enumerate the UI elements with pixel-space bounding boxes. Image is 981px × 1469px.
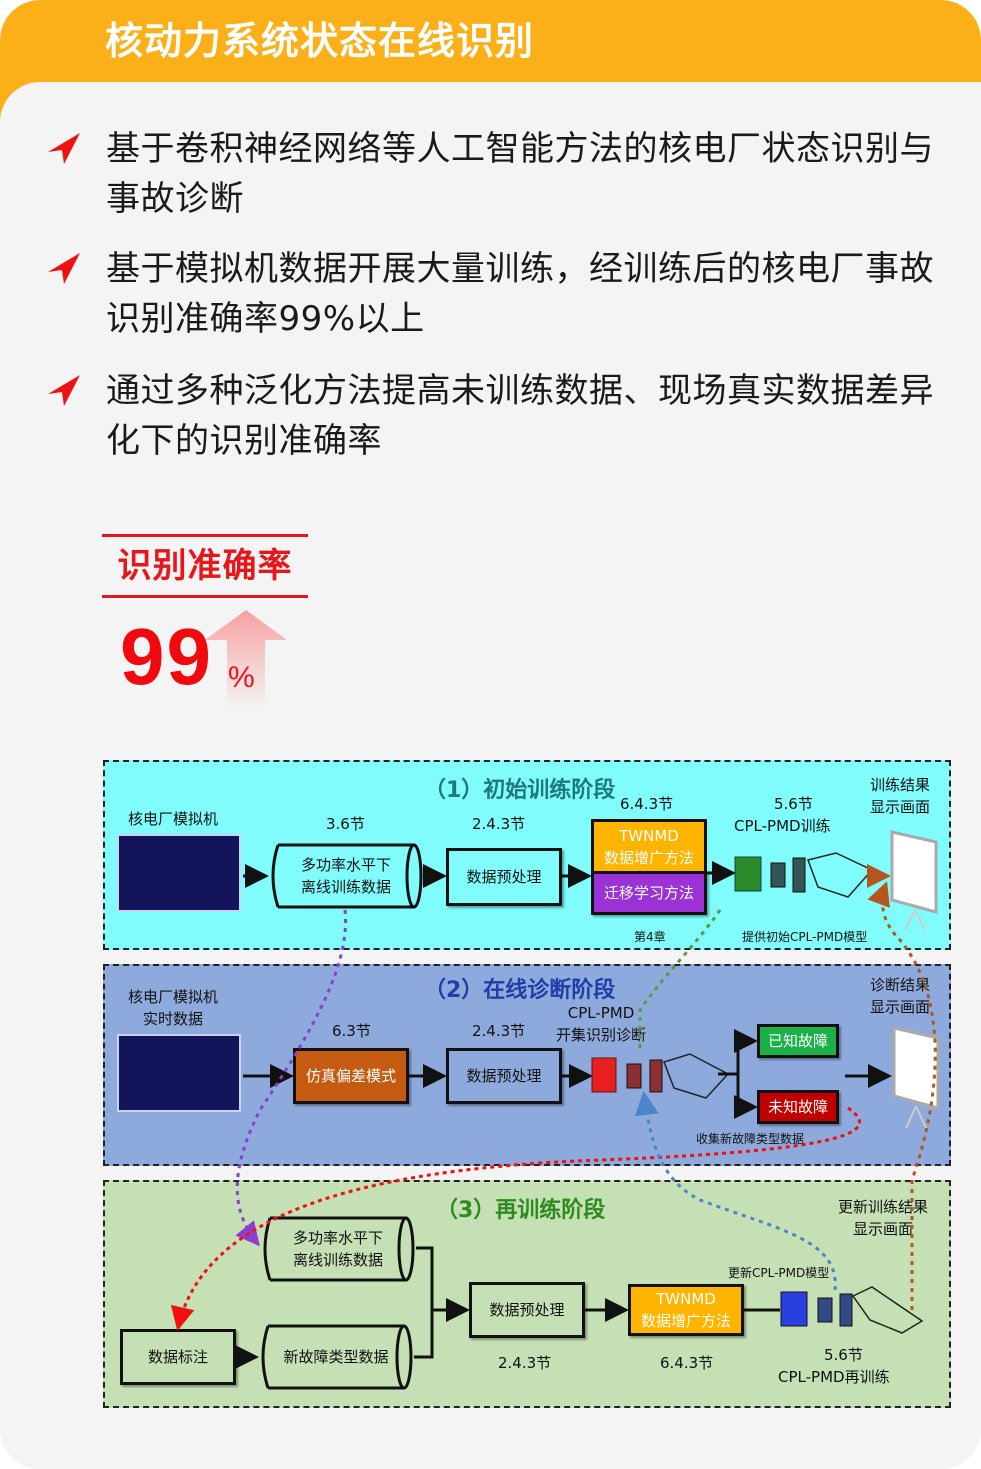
- accuracy-unit: %: [228, 661, 255, 694]
- known-fault-box: 已知故障: [757, 1024, 839, 1058]
- red-arrow-icon: [48, 253, 80, 284]
- section-label: 2.4.3节: [498, 1354, 552, 1372]
- stage1-title: （1）初始训练阶段: [424, 778, 616, 803]
- section-label: 6.4.3节: [660, 1354, 714, 1372]
- stage3-title: （3）再训练阶段: [436, 1198, 606, 1223]
- accuracy-value: 99: [120, 612, 213, 701]
- update-screen-label: 更新训练结果显示画面: [838, 1198, 929, 1238]
- bullet-text: 通过多种泛化方法提高未训练数据、现场真实数据差异化下的识别准确率: [106, 371, 934, 461]
- red-arrow-icon: [48, 375, 80, 406]
- bullet-text: 基于卷积神经网络等人工智能方法的核电厂状态识别与事故诊断: [106, 129, 934, 219]
- header-bar: [0, 0, 981, 82]
- labeling-box: 数据标注: [120, 1329, 236, 1385]
- stage2-title: （2）在线诊断阶段: [424, 978, 616, 1003]
- section-label: 6.4.3节: [620, 795, 674, 813]
- update-model-label: 更新CPL-PMD模型: [728, 1266, 830, 1280]
- collect-label: 收集新故障类型数据: [696, 1132, 805, 1146]
- section-label: 3.6节: [326, 815, 365, 833]
- cpl-train-label: CPL-PMD训练: [734, 817, 831, 835]
- bullet-text: 基于模拟机数据开展大量训练，经训练后的核电厂事故识别准确率99%以上: [106, 249, 934, 339]
- section-label: 5.6节: [774, 795, 813, 813]
- cpl-retrain-label: CPL-PMD再训练: [778, 1368, 890, 1386]
- page-title: 核动力系统状态在线识别: [105, 19, 535, 63]
- simulator-image: [117, 1034, 241, 1112]
- accuracy-label: 识别准确率: [102, 534, 308, 598]
- new-fault-data-cylinder: 新故障类型数据: [258, 1324, 414, 1390]
- preprocess-box: 数据预处理: [446, 848, 562, 906]
- sim-bias-box: 仿真偏差模式: [293, 1048, 409, 1104]
- section-label: 6.3节: [332, 1022, 371, 1040]
- section-label: 2.4.3节: [472, 815, 526, 833]
- unknown-fault-box: 未知故障: [757, 1090, 839, 1124]
- offline-data-cylinder: 多功率水平下离线训练数据: [268, 843, 424, 909]
- provide-model-label: 提供初始CPL-PMD模型: [742, 930, 868, 944]
- transfer-learning-box: 迁移学习方法: [591, 871, 707, 915]
- red-arrow-icon: [48, 133, 80, 164]
- preprocess-box: 数据预处理: [469, 1282, 585, 1338]
- section-label: 5.6节: [824, 1346, 863, 1364]
- simulator-image: [117, 834, 241, 912]
- diag-screen-label: 诊断结果显示画面: [870, 976, 931, 1016]
- simulator-label: 核电厂模拟机实时数据: [128, 988, 219, 1028]
- offline-data-cylinder: 多功率水平下离线训练数据: [260, 1216, 416, 1282]
- up-arrow-icon: [205, 610, 287, 708]
- simulator-label: 核电厂模拟机: [128, 810, 219, 828]
- result-screen-label: 训练结果显示画面: [870, 776, 931, 816]
- chapter-label: 第4章: [634, 930, 666, 944]
- section-label: 2.4.3节: [472, 1022, 526, 1040]
- preprocess-box: 数据预处理: [446, 1048, 562, 1104]
